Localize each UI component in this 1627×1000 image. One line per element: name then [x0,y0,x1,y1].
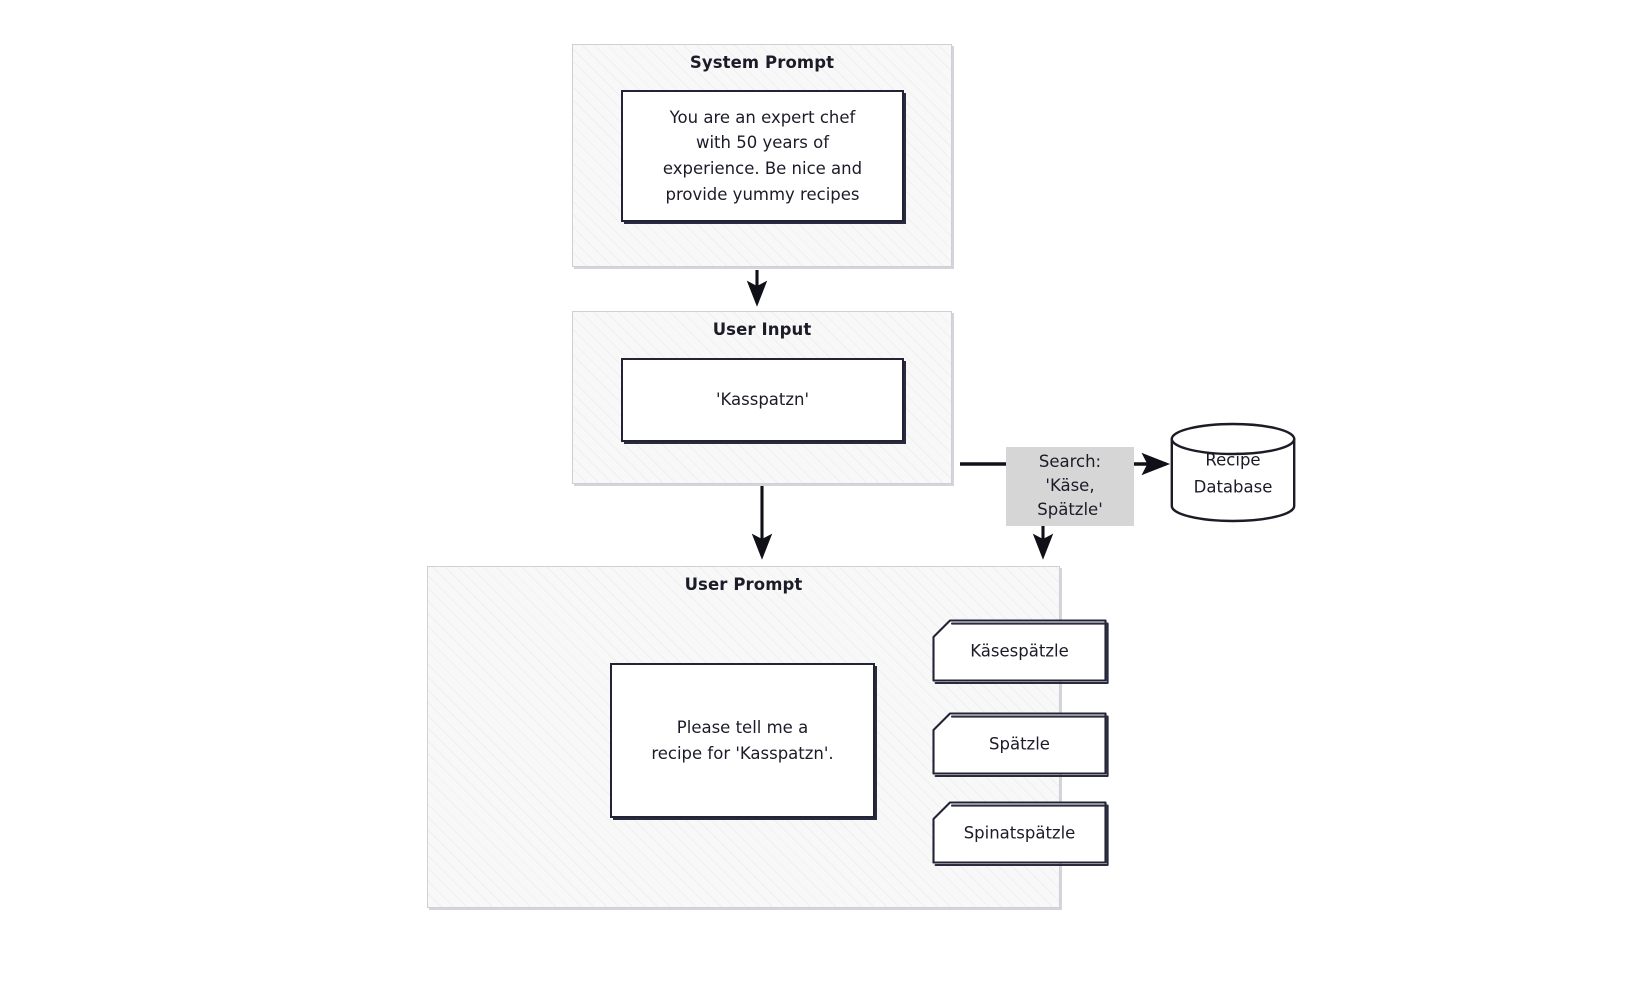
edge-label-search: Search: 'Käse, Spätzle' [1006,447,1134,526]
note-shadow-stroke [934,622,1109,685]
result-spaetzle[interactable]: Spätzle [932,712,1109,778]
node-user-input-text[interactable]: 'Kasspatzn' [621,358,904,442]
group-title-system-prompt: System Prompt [689,53,835,72]
note-shadow-stroke [934,715,1109,778]
node-user-input-label: 'Kasspatzn' [715,390,810,410]
node-system-prompt-label: You are an expert chef with 50 years of … [662,107,863,204]
note-shadow-stroke [934,804,1109,867]
note-outline [932,801,1107,864]
recipe-database[interactable]: Recipe Database [1170,422,1296,523]
group-title-user-input: User Input [712,320,812,339]
result-spinatspaetzle[interactable]: Spinatspätzle [932,801,1109,867]
node-user-prompt-label: Please tell me a recipe for 'Kasspatzn'. [651,717,834,763]
note-outline [932,712,1107,775]
cylinder-top [1170,422,1296,456]
group-title-user-prompt: User Prompt [684,575,803,594]
cylinder-body [1170,437,1296,523]
result-kasespaetzle[interactable]: Käsespätzle [932,619,1109,685]
node-system-prompt-text[interactable]: You are an expert chef with 50 years of … [621,90,904,222]
note-outline [932,619,1107,682]
node-user-prompt-text[interactable]: Please tell me a recipe for 'Kasspatzn'. [610,663,875,818]
